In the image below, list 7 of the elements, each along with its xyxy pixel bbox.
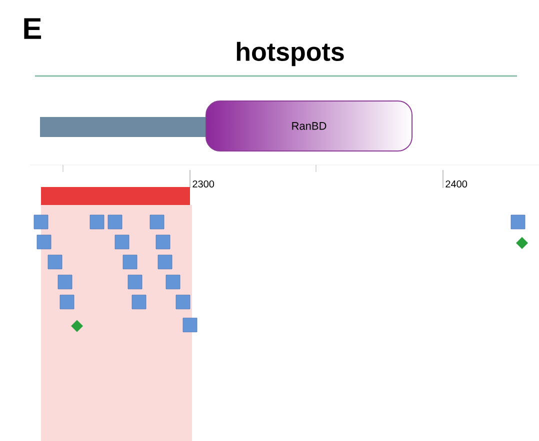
panel-letter: E [24, 18, 42, 39]
hotspot-bar [41, 187, 190, 205]
tick-label: 2300 [192, 180, 214, 188]
domain-box: RanBD [206, 100, 412, 152]
tick-label: 2400 [446, 180, 468, 188]
protein-bar [40, 117, 207, 137]
title: hotspots [236, 42, 344, 66]
